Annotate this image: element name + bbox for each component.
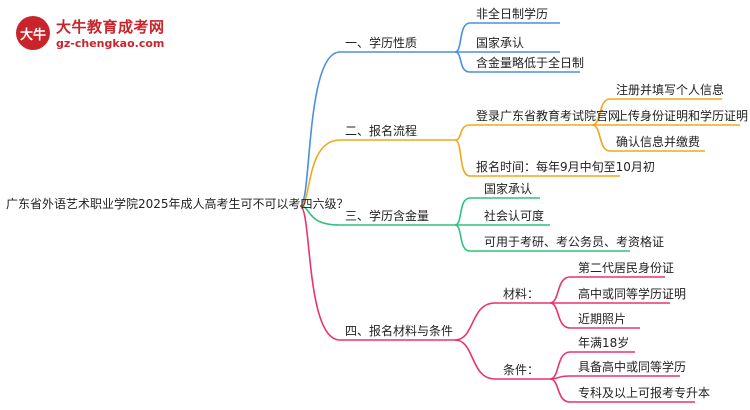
branch-3-item-3: 可用于考研、考公务员、考资格证 (484, 235, 665, 249)
branch-4-material-2: 高中或同等学历证明 (578, 287, 687, 301)
branch-4-materials-label: 材料： (503, 287, 540, 301)
branch-2-step-1: 登录广东省教育考试院官网 (476, 109, 621, 123)
branch-3-item-2: 社会认可度 (484, 209, 545, 223)
branch-2-step-2: 报名时间：每年9月中旬至10月初 (476, 160, 655, 174)
branch-4-condition-3: 专科及以上可报考专升本 (578, 386, 711, 400)
branch-3-connectors (299, 197, 630, 252)
branch-2-step-1-item-2: 上传身份证明和学历证明 (616, 109, 749, 123)
branch-1-item-1: 非全日制学历 (476, 7, 549, 21)
branch-4-material-1: 第二代居民身份证 (578, 261, 675, 275)
root-topic: 广东省外语艺术职业学院2025年成人高考生可不可以考四六级？ (6, 197, 349, 211)
logo-mark-icon: 大牛 (16, 16, 50, 50)
branch-4-conditions-label: 条件： (503, 363, 540, 377)
branch-4-connectors (299, 205, 695, 403)
branch-3-item-1: 国家承认 (484, 182, 533, 196)
branch-4-label: 四、报名材料与条件 (345, 324, 454, 338)
branch-2-step-1-item-1: 注册并填写个人信息 (616, 83, 725, 97)
branch-2-label: 二、报名流程 (345, 124, 418, 138)
branch-1-item-3: 含金量略低于全日制 (476, 56, 585, 70)
branch-2-connectors (299, 98, 740, 207)
branch-2-step-1-item-3: 确认信息并缴费 (616, 135, 701, 149)
branch-1-connectors (299, 22, 580, 207)
branch-4-condition-2: 具备高中或同等学历 (578, 360, 687, 374)
site-logo: 大牛 大牛教育成考网 gz-chengkao.com (16, 14, 166, 56)
logo-url: gz-chengkao.com (56, 37, 165, 50)
branch-4-condition-1: 年满18岁 (578, 336, 630, 350)
branch-3-label: 三、学历含金量 (345, 209, 430, 223)
logo-title: 大牛教育成考网 (56, 18, 165, 36)
branch-4-material-3: 近期照片 (578, 312, 627, 326)
branch-1-item-2: 国家承认 (476, 36, 525, 50)
branch-1-label: 一、学历性质 (345, 36, 418, 50)
